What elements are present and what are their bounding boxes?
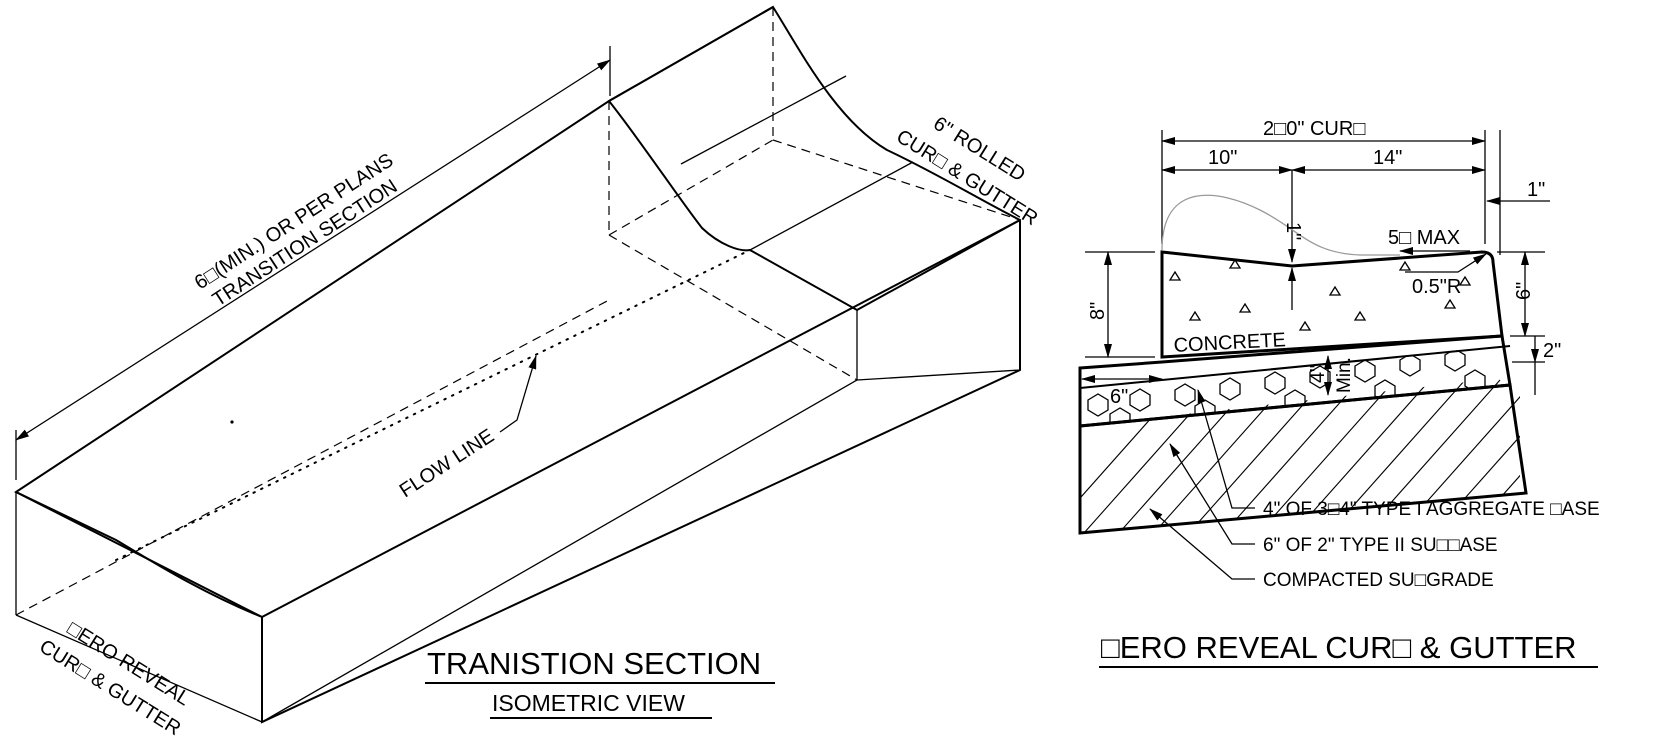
sec-radius-leader [1405, 253, 1487, 273]
sec-note3-leader [1149, 508, 1255, 580]
sec-overall-label: 2□0" CUR□ [1263, 118, 1365, 140]
iso-hidden-4 [608, 234, 858, 381]
sec-rolled-profile [1161, 194, 1400, 256]
iso-hidden-6 [608, 139, 774, 236]
iso-dim-label-2: TRANSITION SECTION [209, 175, 402, 311]
sec-aggregate-base [1087, 348, 1486, 426]
sec-concrete-texture [1168, 258, 1472, 331]
sec-base-outline [1078, 334, 1512, 428]
sec-note3: COMPACTED SU□GRADE [1263, 570, 1494, 591]
sec-extension-label: 6" [1110, 386, 1128, 408]
iso-center-point [230, 420, 234, 424]
section-view: 2□0" CUR□ 10" 14" 1" 1" 5□ MAX 0.5"R 8" … [1078, 118, 1600, 668]
sec-subgrade-outline [1078, 383, 1528, 535]
iso-flow-line [115, 249, 751, 561]
iso-rolled-profile [608, 100, 1021, 312]
sec-gutter-drop-label: 2" [1543, 340, 1561, 362]
iso-hidden-1 [15, 299, 610, 616]
sec-note2-leader [1169, 443, 1255, 545]
iso-hidden-5 [772, 139, 1021, 221]
iso-flow-label: FLOW LINE [396, 425, 498, 502]
sec-concrete [1160, 250, 1504, 359]
iso-front-bottom [15, 614, 263, 723]
sec-base-min-label: Min. [1334, 357, 1355, 393]
iso-subtitle: ISOMETRIC VIEW [492, 690, 685, 716]
iso-dimension-line [15, 59, 611, 441]
isometric-view: 6□(MIN.) OR PER PLANS TRANSITION SECTION… [14, 5, 1041, 738]
iso-flow-leader [499, 355, 537, 433]
sec-top-offset-label: 1" [1282, 222, 1304, 240]
sec-note1: 4" OF 3□4" TYPE I AGGREGATE □ASE [1263, 499, 1600, 520]
iso-front-top [15, 219, 1021, 619]
iso-rolled-bottom [261, 379, 858, 723]
sec-right-offset-label: 1" [1527, 179, 1545, 201]
iso-rolled-top [608, 6, 774, 102]
sec-note2: 6" OF 2" TYPE II SU□□ASE [1263, 535, 1498, 556]
iso-rolled-bottom2 [856, 369, 1021, 381]
iso-outline [14, 5, 1021, 724]
sec-title: □ERO REVEAL CUR□ & GUTTER [1101, 630, 1577, 665]
sec-left-width-label: 10" [1208, 147, 1237, 169]
iso-rolled-line1 [680, 75, 847, 165]
sec-right-depth-label: 6" [1513, 282, 1535, 300]
sec-depth-label: 8" [1087, 302, 1109, 320]
sec-radius-label: 0.5"R [1412, 276, 1461, 298]
iso-dim-label-1: 6□(MIN.) OR PER PLANS [191, 149, 398, 294]
sec-base-depth-label: 4" [1307, 365, 1329, 383]
iso-rolled-line2 [749, 161, 914, 251]
iso-title: TRANISTION SECTION [427, 646, 761, 681]
sec-right-width-label: 14" [1373, 147, 1402, 169]
sec-slope-label: 5□ MAX [1388, 227, 1460, 249]
sec-note1-leader [1197, 389, 1255, 509]
